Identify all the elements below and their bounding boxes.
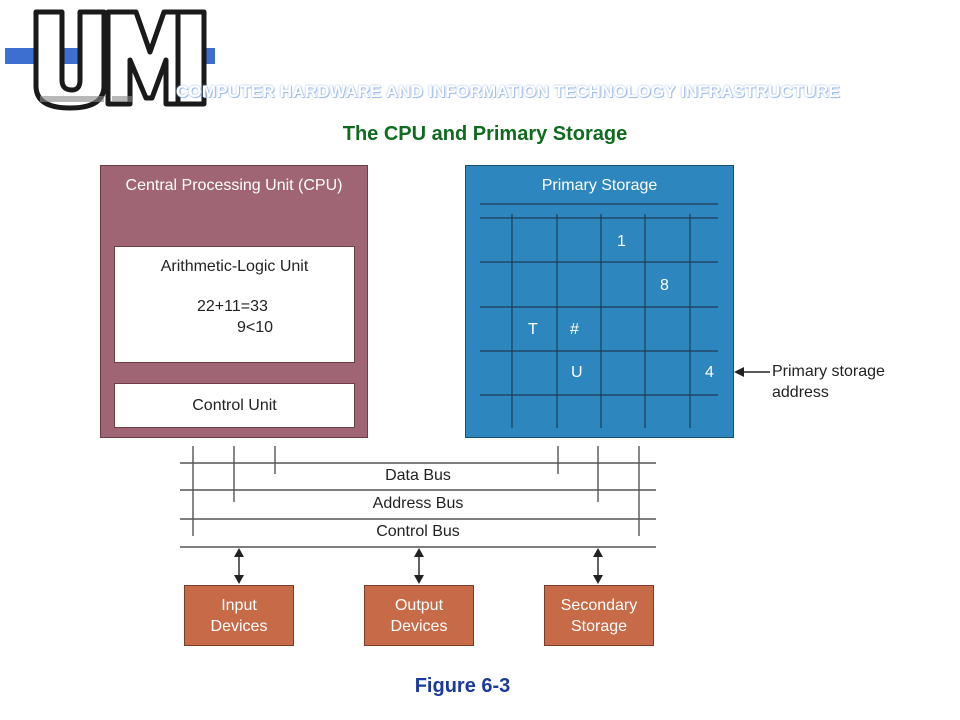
storage-address-label-line1: Primary storage	[772, 363, 885, 380]
address-bus-label: Address Bus	[372, 495, 464, 512]
output-devices-line2: Devices	[390, 617, 448, 635]
storage-title: Primary Storage	[541, 177, 658, 194]
input-devices-line1: Input	[221, 596, 257, 614]
cpu-block: Central Processing Unit (CPU) Arithmetic…	[100, 165, 368, 438]
secondary-connector-arrow-up	[593, 548, 603, 557]
figure-caption: Figure 6-3	[414, 675, 511, 697]
slide-title: The CPU and Primary Storage	[342, 123, 628, 145]
output-devices-box: Output Devices	[364, 585, 474, 646]
secondary-storage-line2: Storage	[570, 617, 628, 635]
storage-cell-t: T	[528, 321, 538, 338]
storage-address-label-line2: address	[772, 384, 829, 401]
storage-cell-1: 1	[617, 233, 626, 250]
alu-example-2: 9<10	[237, 319, 274, 336]
alu-box: Arithmetic-Logic Unit 22+11=33 9<10	[114, 246, 355, 363]
storage-address-label: Primary storage address	[772, 361, 885, 403]
storage-cell-u: U	[571, 364, 583, 381]
output-devices-line1: Output	[394, 596, 444, 614]
storage-cell-4: 4	[705, 364, 714, 381]
control-bus-label: Control Bus	[376, 523, 460, 540]
output-connector-arrow-down	[414, 575, 424, 584]
output-connector-arrow-up	[414, 548, 424, 557]
banner-title: COMPUTER HARDWARE AND INFORMATION TECHNO…	[175, 82, 841, 101]
secondary-storage-box: Secondary Storage	[544, 585, 654, 646]
input-devices-box: Input Devices	[184, 585, 294, 646]
input-devices-line2: Devices	[210, 617, 268, 635]
cpu-title: Central Processing Unit (CPU)	[125, 177, 343, 194]
alu-title: Arithmetic-Logic Unit	[160, 258, 309, 275]
storage-grid	[480, 203, 718, 428]
secondary-storage-line1: Secondary	[560, 596, 638, 614]
input-connector-arrow-down	[234, 575, 244, 584]
alu-example-1: 22+11=33	[197, 298, 268, 315]
input-connector-arrow-up	[234, 548, 244, 557]
storage-cell-hash: #	[570, 321, 579, 338]
data-bus-label: Data Bus	[385, 467, 451, 484]
umi-logo	[5, 9, 215, 111]
storage-cell-8: 8	[660, 277, 669, 294]
primary-storage-block: Primary Storage 1 8 T # U 4	[465, 165, 734, 438]
secondary-connector-arrow-down	[593, 575, 603, 584]
control-unit-box: Control Unit	[114, 383, 355, 428]
pointer-arrow-icon	[734, 367, 770, 377]
